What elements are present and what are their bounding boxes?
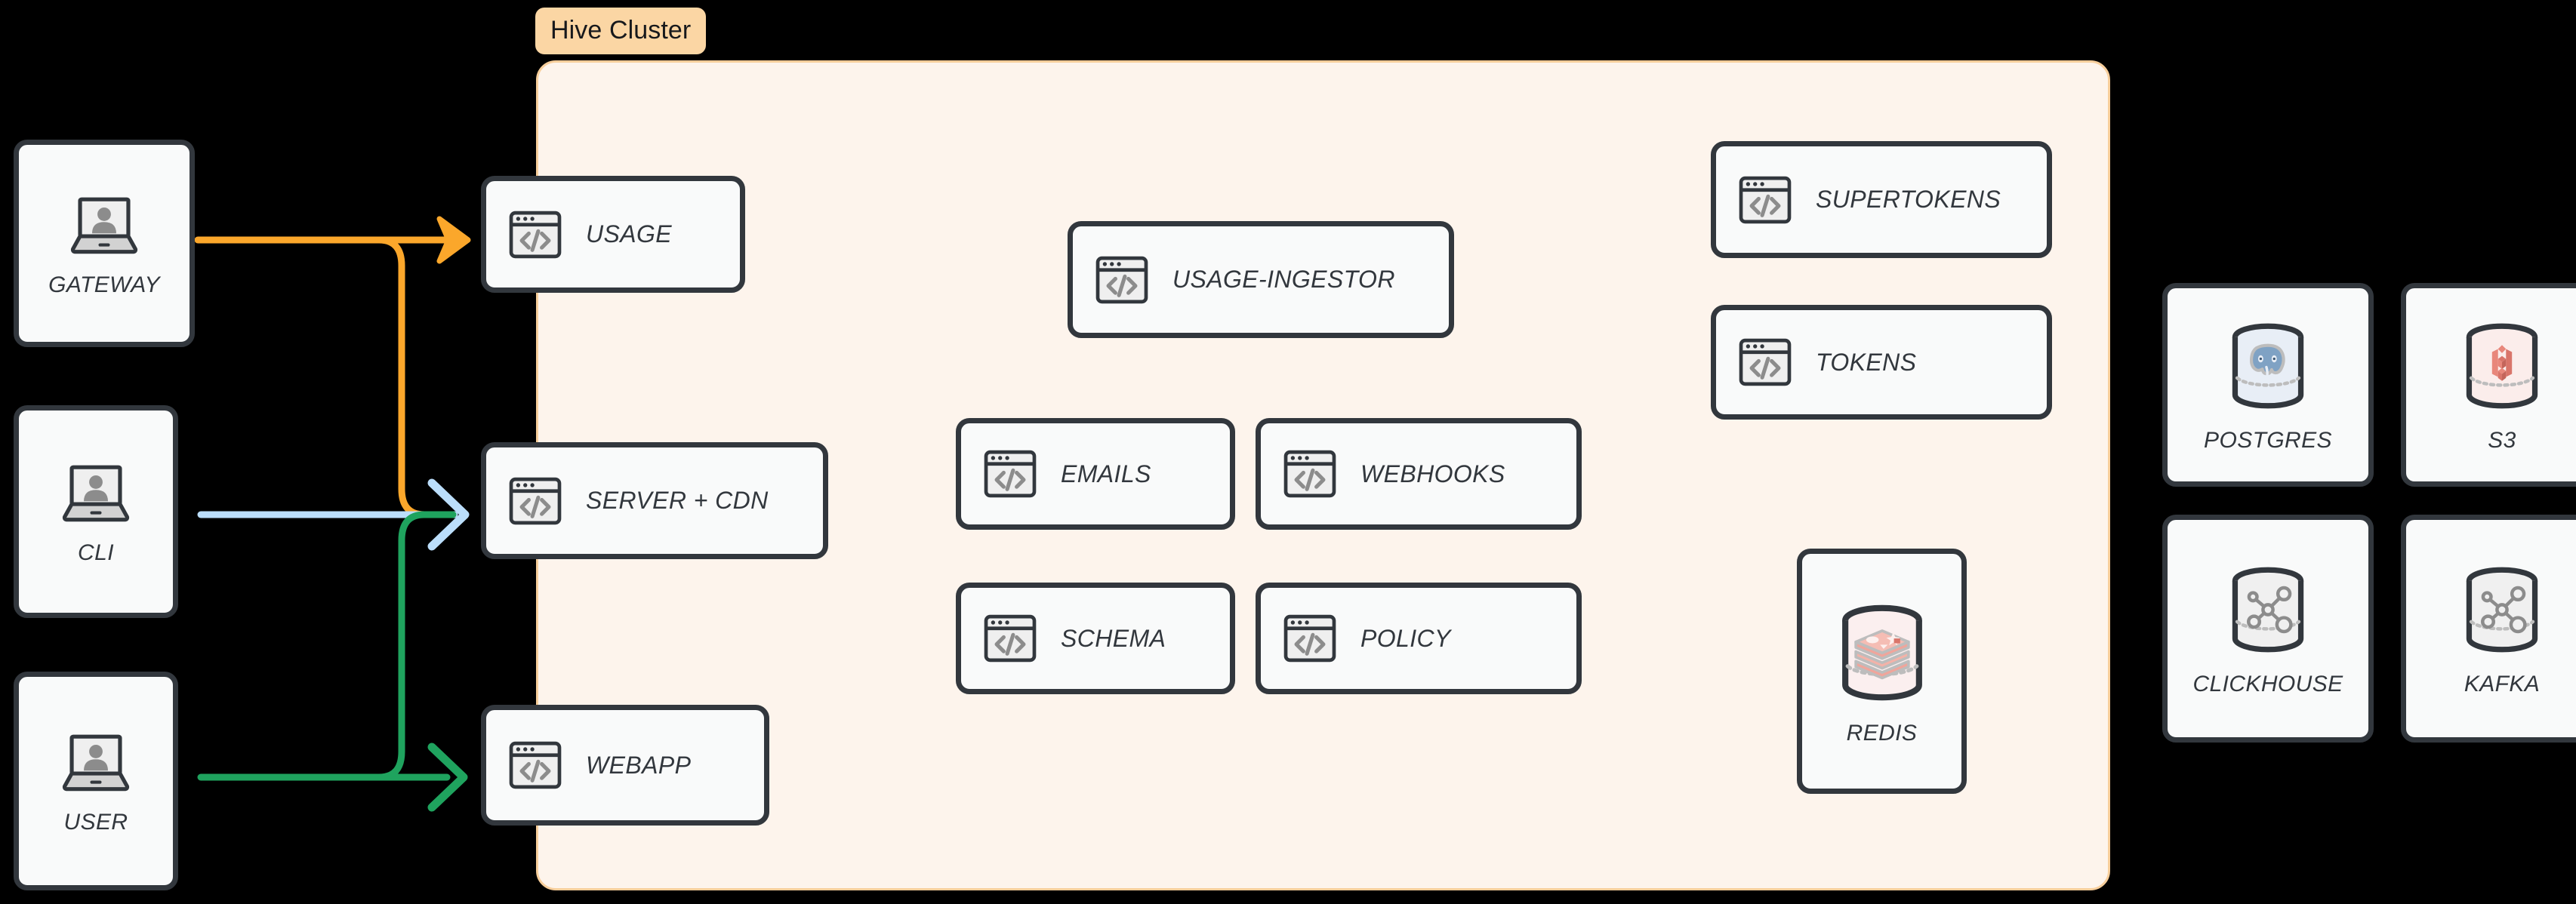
- datastore-node-postgres[interactable]: POSTGRES: [2162, 283, 2374, 487]
- code-window-icon: [1736, 333, 1795, 392]
- hive-cluster-label: Hive Cluster: [535, 8, 707, 54]
- datastore-node-clickhouse[interactable]: CLICKHOUSE: [2162, 515, 2374, 743]
- actor-node-cli[interactable]: CLI: [14, 405, 178, 618]
- s3-database-icon: [2452, 316, 2552, 416]
- service-node-label: EMAILS: [1061, 460, 1151, 487]
- code-window-icon: [506, 736, 565, 795]
- generic-database-icon: [2452, 560, 2552, 660]
- service-node-label: SERVER + CDN: [586, 487, 769, 514]
- datastore-node-label: REDIS: [1846, 720, 1918, 746]
- edge-user-to-webapp: [197, 511, 468, 812]
- actor-node-label: GATEWAY: [48, 272, 160, 297]
- service-node-label: SCHEMA: [1061, 624, 1166, 652]
- service-node-label: TOKENS: [1816, 348, 1917, 376]
- code-window-icon: [981, 609, 1040, 668]
- service-node-tokens[interactable]: TOKENS: [1711, 305, 2052, 420]
- service-node-supertokens[interactable]: SUPERTOKENS: [1711, 141, 2052, 258]
- service-node-label: WEBAPP: [586, 751, 692, 779]
- service-node-policy[interactable]: POLICY: [1256, 583, 1582, 694]
- laptop-user-icon: [51, 457, 140, 528]
- laptop-user-icon: [51, 727, 140, 798]
- code-window-icon: [1092, 251, 1151, 309]
- service-node-label: POLICY: [1360, 624, 1451, 652]
- datastore-node-redis[interactable]: REDIS: [1797, 549, 1967, 794]
- postgres-database-icon: [2218, 316, 2318, 416]
- generic-database-icon: [2218, 560, 2318, 660]
- laptop-user-icon: [60, 189, 149, 260]
- datastore-node-s3[interactable]: S3: [2401, 283, 2576, 487]
- datastore-node-label: S3: [2488, 428, 2516, 453]
- code-window-icon: [1736, 171, 1795, 229]
- code-window-icon: [506, 205, 565, 264]
- actor-node-user[interactable]: USER: [14, 672, 178, 890]
- code-window-icon: [506, 472, 565, 530]
- actor-node-label: USER: [63, 810, 128, 835]
- datastore-node-label: POSTGRES: [2204, 428, 2332, 453]
- datastore-node-label: KAFKA: [2464, 672, 2541, 696]
- service-node-usage-ingestor[interactable]: USAGE-INGESTOR: [1068, 221, 1454, 338]
- service-node-label: SUPERTOKENS: [1816, 186, 2001, 213]
- redis-database-icon: [1826, 597, 1938, 709]
- service-node-webhooks[interactable]: WEBHOOKS: [1256, 418, 1582, 530]
- service-node-label: USAGE-INGESTOR: [1172, 266, 1395, 293]
- service-node-schema[interactable]: SCHEMA: [956, 583, 1235, 694]
- service-node-label: USAGE: [586, 220, 673, 248]
- edge-gateway-to-usage: [194, 216, 471, 518]
- code-window-icon: [1280, 444, 1339, 503]
- actor-node-label: CLI: [78, 540, 114, 565]
- code-window-icon: [981, 444, 1040, 503]
- actor-node-gateway[interactable]: GATEWAY: [14, 140, 195, 347]
- code-window-icon: [1280, 609, 1339, 668]
- service-node-usage[interactable]: USAGE: [481, 176, 745, 293]
- datastore-node-label: CLICKHOUSE: [2192, 672, 2343, 696]
- edge-cli-to-server-cdn: [197, 478, 470, 551]
- service-node-label: WEBHOOKS: [1360, 460, 1505, 487]
- service-node-webapp[interactable]: WEBAPP: [481, 705, 769, 826]
- service-node-server-cdn[interactable]: SERVER + CDN: [481, 442, 828, 559]
- datastore-node-kafka[interactable]: KAFKA: [2401, 515, 2576, 743]
- service-node-emails[interactable]: EMAILS: [956, 418, 1235, 530]
